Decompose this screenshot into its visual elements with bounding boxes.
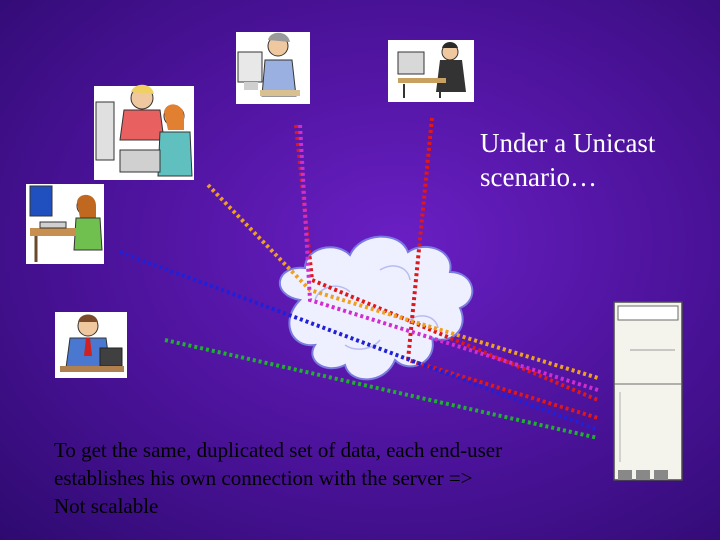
connections (119, 117, 599, 440)
businesswoman-at-computer-icon (388, 40, 474, 102)
caption-line-2: establishes his own connection with the … (54, 466, 473, 490)
connection-line-magenta (298, 124, 599, 392)
man-at-desk-icon (55, 312, 127, 378)
connection-line-green (164, 338, 599, 440)
caption-line-3: Not scalable (54, 494, 159, 518)
woman-typing-icon (26, 184, 104, 264)
woman-at-computer-icon (236, 32, 310, 104)
connection-line-red-1 (294, 124, 599, 402)
caption-line-1: To get the same, duplicated set of data,… (54, 438, 503, 462)
server-tower-icon (613, 301, 683, 481)
connection-line-blue (119, 250, 599, 432)
connection-line-orange (206, 183, 599, 380)
slide-title: Under a Unicast scenario… (480, 126, 710, 194)
title-line-1: Under a Unicast (480, 128, 656, 158)
title-line-2: scenario… (480, 162, 597, 192)
two-people-at-computer-icon (94, 84, 194, 180)
slide-caption: To get the same, duplicated set of data,… (54, 436, 614, 520)
